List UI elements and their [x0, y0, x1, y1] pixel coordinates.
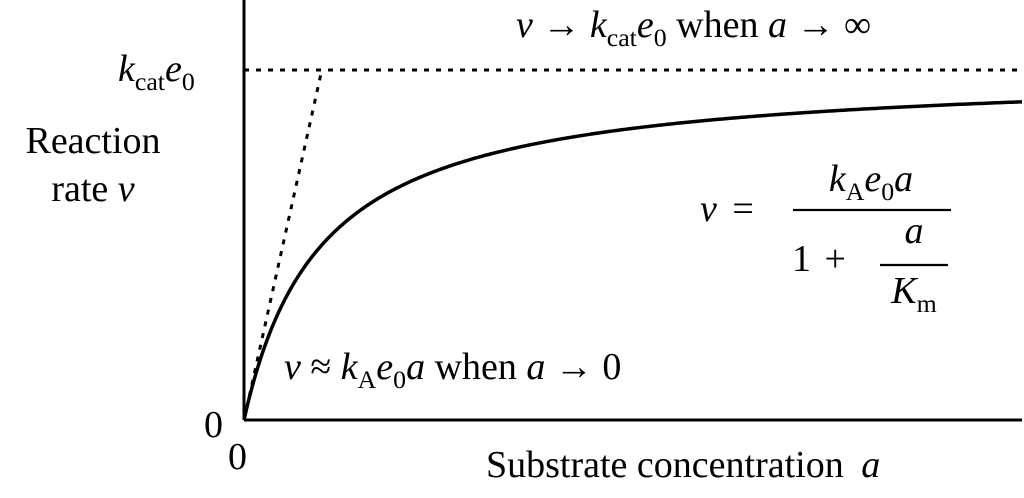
formula-numerator: kAe0a	[790, 160, 952, 205]
ann-low-a: a	[406, 346, 426, 388]
ann-low-zero: 0	[602, 346, 622, 388]
formula-inner-den-sub: m	[916, 289, 937, 319]
ann-low-k-sub: A	[357, 365, 377, 395]
y-origin-label: 0	[204, 404, 223, 446]
asymptote-label: kcate0	[118, 50, 195, 95]
ann-top-k: k	[589, 4, 607, 46]
formula-denominator: 1 +	[792, 240, 846, 278]
y-axis-label-line1: Reaction	[25, 120, 161, 162]
formula-num-k-sub: A	[845, 177, 865, 207]
ann-low-when: when	[434, 346, 517, 388]
formula-v: v	[700, 188, 717, 230]
ann-low-approx: ≈	[310, 346, 332, 388]
asymptote-label-k-sub: cat	[134, 67, 165, 97]
formula-inner-den-k: K	[891, 270, 917, 312]
formula-num-k: k	[828, 158, 846, 200]
rate-curve-0	[242, 100, 1023, 421]
formula-inner-fraction: a	[876, 212, 952, 250]
asymptote-label-k: k	[118, 48, 135, 90]
ann-top-e: e	[636, 4, 654, 46]
annotation-high-limit: v → kcate0 when a → ∞	[516, 6, 871, 51]
ann-top-arrow-2: →	[796, 4, 835, 46]
x-axis-label-text: Substrate concentration	[486, 444, 844, 486]
y-axis-label: Reaction rate v	[8, 122, 178, 208]
ann-low-k: k	[340, 346, 358, 388]
formula-num-e-sub: 0	[881, 177, 895, 207]
ann-top-v: v	[516, 4, 533, 46]
formula-den-one: 1	[792, 238, 811, 280]
ann-low-v: v	[284, 346, 301, 388]
formula-num-e: e	[864, 158, 882, 200]
annotation-formula: v =	[700, 190, 754, 228]
x-origin-label: 0	[228, 436, 247, 478]
formula-inner-den: Km	[876, 272, 952, 317]
ann-top-inf: ∞	[843, 4, 872, 46]
formula-inner-num: a	[904, 210, 924, 252]
x-axis-label-var: a	[861, 444, 881, 486]
ann-low-e-sub: 0	[393, 365, 407, 395]
ann-top-e-sub: 0	[653, 23, 667, 53]
y-axis-label-text: rate	[51, 168, 109, 210]
ann-top-when: when	[676, 4, 759, 46]
ann-top-k-sub: cat	[606, 23, 637, 53]
ann-low-a2: a	[526, 346, 546, 388]
formula-den-plus: +	[824, 238, 846, 280]
ann-top-arrow: →	[542, 4, 581, 46]
formula-fraction: kAe0a	[790, 160, 952, 205]
asymptote-label-e-sub: 0	[181, 67, 195, 97]
annotation-low-limit: v ≈ kAe0a when a → 0	[284, 348, 621, 393]
ann-low-e: e	[376, 346, 394, 388]
y-axis-label-var: v	[117, 168, 135, 210]
formula-eq: =	[732, 188, 754, 230]
ann-top-a: a	[767, 4, 787, 46]
x-axis-label: Substrate concentration a	[486, 446, 880, 484]
formula-num-a: a	[894, 158, 914, 200]
ann-low-arrow: →	[554, 346, 593, 388]
asymptote-label-e: e	[164, 48, 182, 90]
